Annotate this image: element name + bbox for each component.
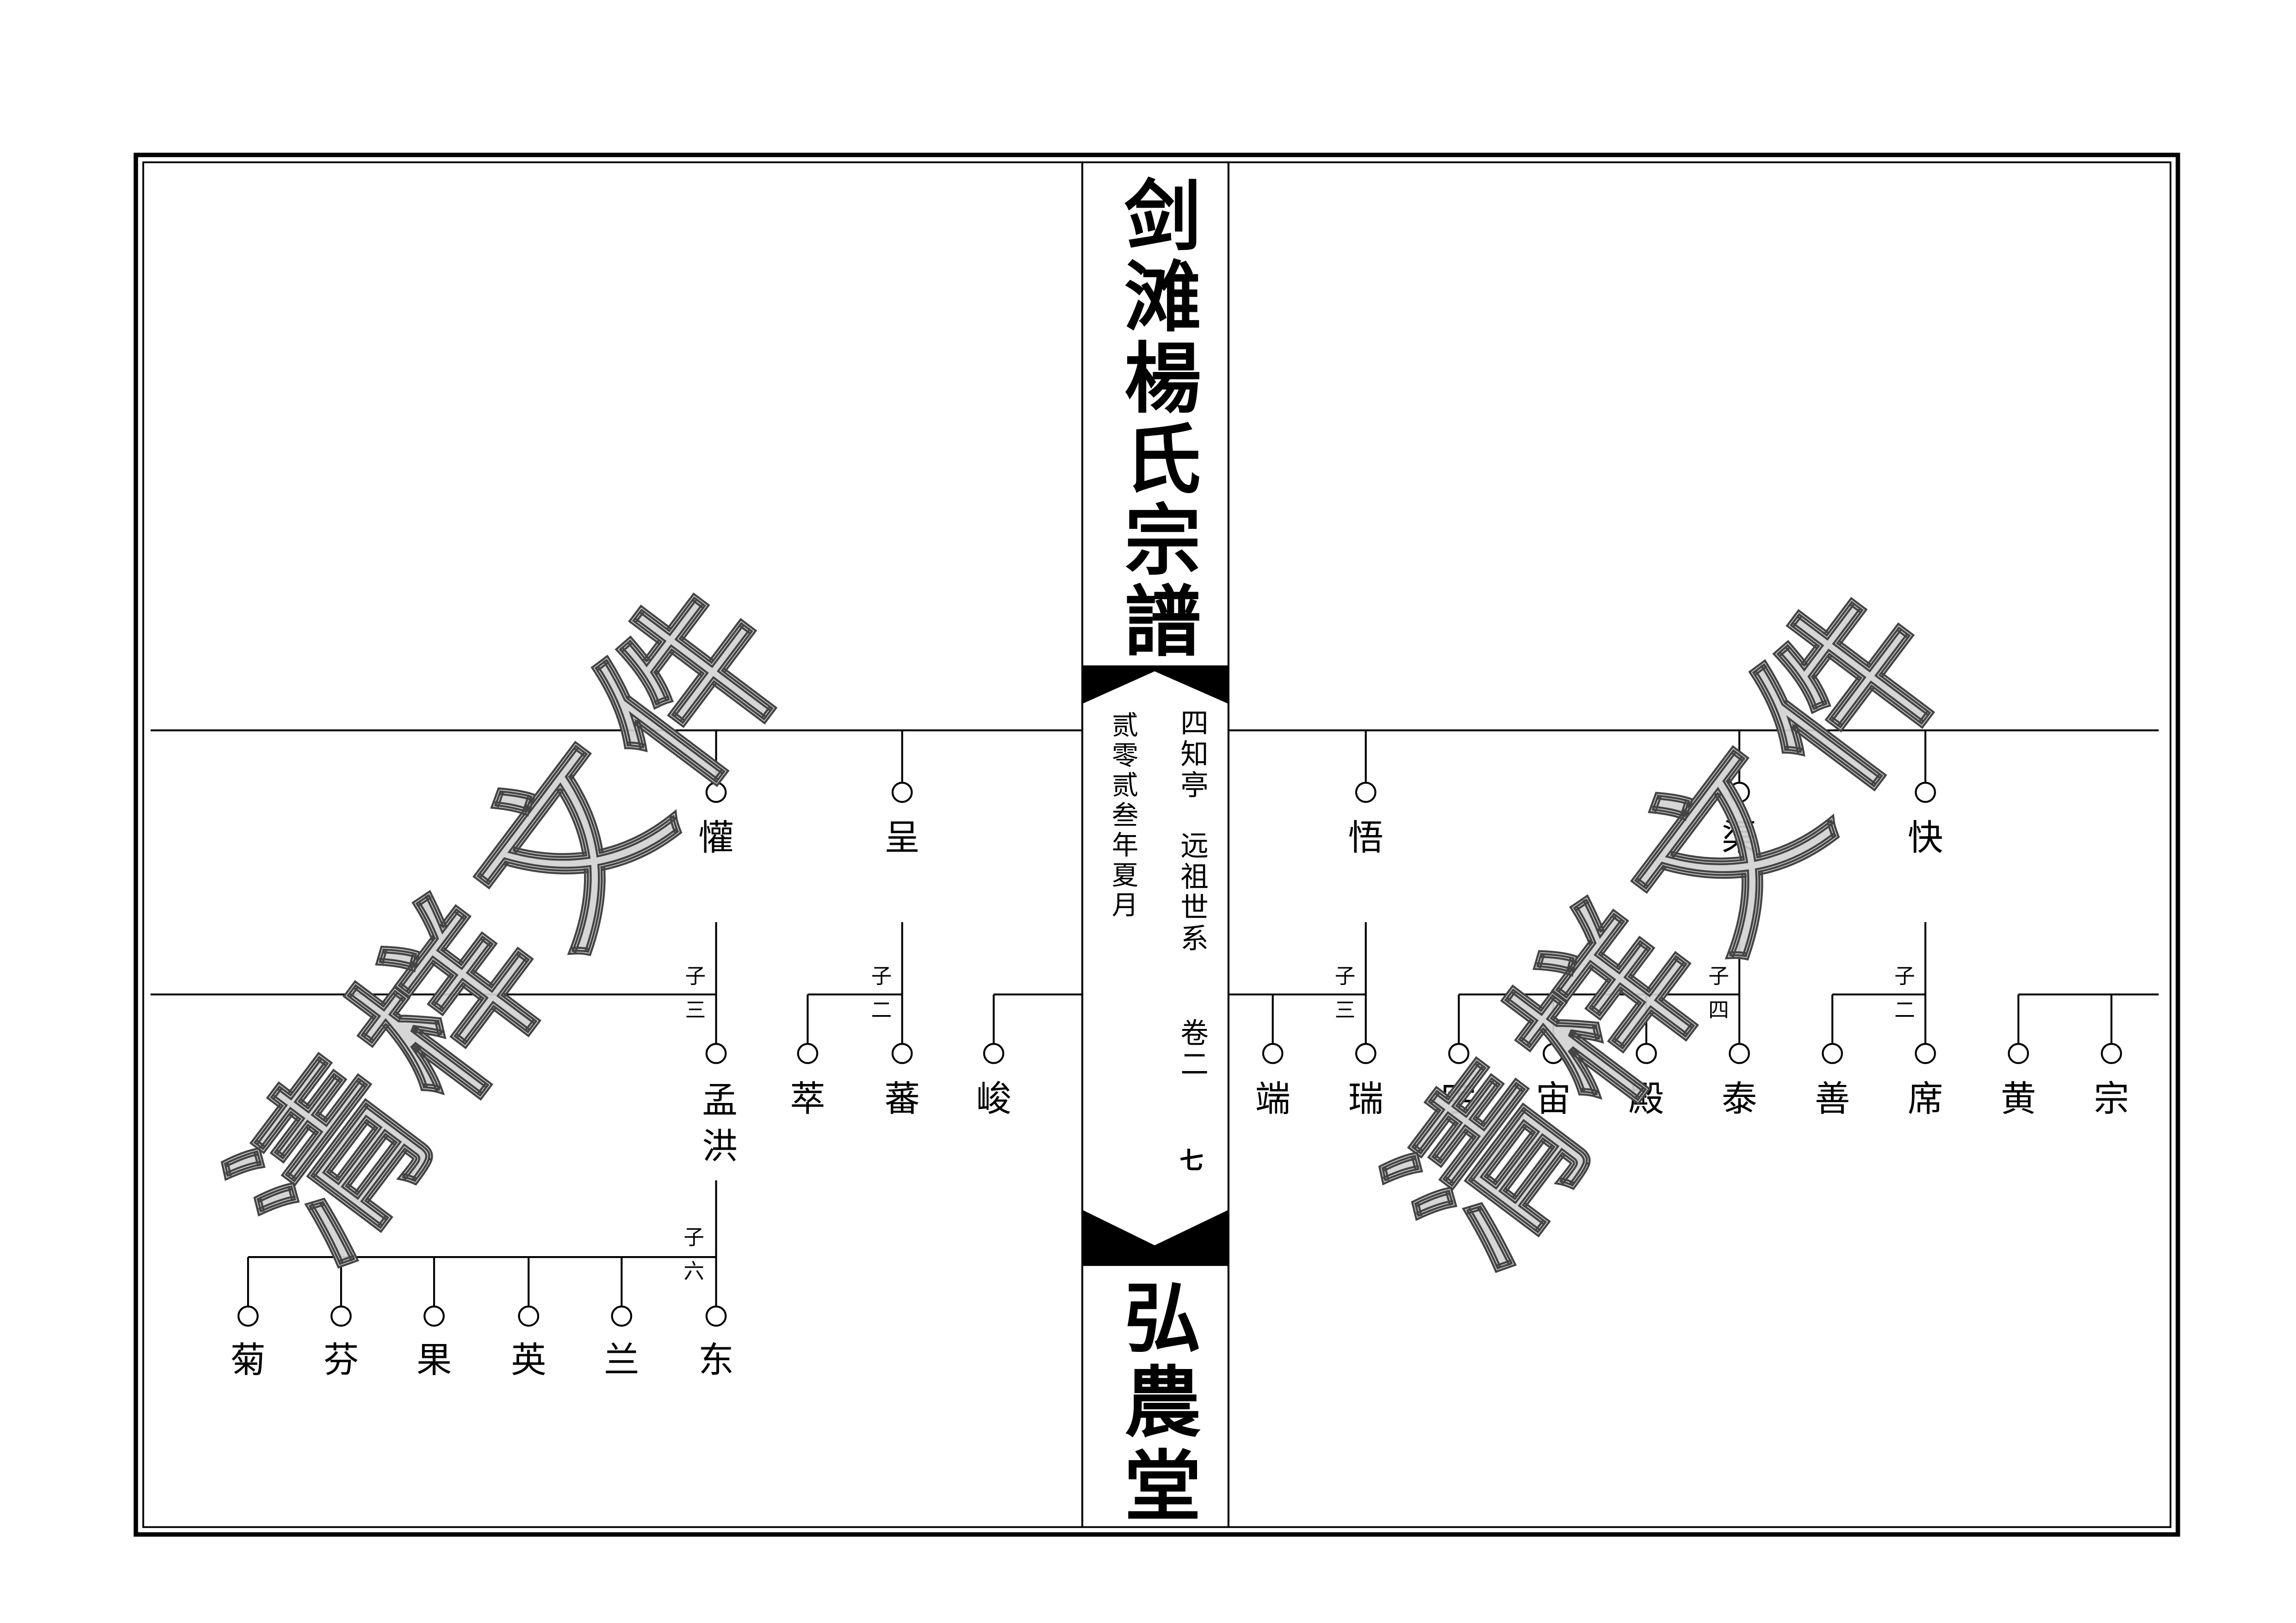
member-node — [891, 781, 913, 803]
member-node — [423, 1305, 445, 1327]
book-title: 剑滩楊氏宗譜 — [1110, 175, 1201, 663]
lower-fish-tail-mark — [1082, 1210, 1229, 1266]
gen1-member-name: 悟 — [1348, 817, 1384, 859]
member-node — [1262, 1043, 1284, 1064]
gen1-member-name: 快 — [1907, 817, 1943, 859]
member-node — [1729, 1043, 1750, 1064]
member-node — [797, 1043, 819, 1064]
member-node — [1543, 1043, 1564, 1064]
gen2-member-name: 瑞 — [1348, 1078, 1384, 1120]
member-node — [2101, 1043, 2122, 1064]
outer-border — [133, 153, 2180, 1537]
member-node — [1355, 781, 1377, 803]
gen2-member-name: 黄 — [2000, 1078, 2036, 1120]
member-node — [891, 1043, 913, 1064]
children-count-note: 子四 — [1705, 965, 1729, 1033]
children-count-note: 子三 — [1332, 965, 1356, 1033]
member-node — [705, 1043, 727, 1064]
member-node — [1355, 1043, 1377, 1064]
gen2-member-name: 殿 — [1628, 1078, 1664, 1120]
gen2-member-name: 宗 — [2093, 1078, 2129, 1120]
gen2-member-name: 席 — [1907, 1078, 1943, 1120]
member-node — [1915, 1043, 1936, 1064]
gen1-member-name: 呈 — [884, 817, 920, 859]
children-count-note: 子二 — [868, 965, 892, 1033]
gen1-member-name: 渠 — [1721, 817, 1757, 859]
gen2-member-name: 萃 — [790, 1078, 825, 1120]
gen3-member-name: 菊 — [230, 1339, 266, 1381]
gen2-member-name: 蕃 — [884, 1078, 920, 1120]
volume-label: 卷二 — [1176, 1018, 1209, 1080]
member-node — [705, 781, 727, 803]
gen2-member-name: 宇 — [1441, 1078, 1477, 1120]
member-node — [1822, 1043, 1843, 1064]
gen3-member-name: 芬 — [323, 1339, 359, 1381]
member-node — [1636, 1043, 1657, 1064]
gen2-member-name: 宙 — [1535, 1078, 1571, 1120]
gen3-member-name: 果 — [416, 1339, 452, 1381]
gen1-member-name: 懽 — [698, 817, 734, 859]
watermark-right: 清样文件 — [1354, 543, 1998, 1301]
member-node — [237, 1305, 259, 1327]
member-node — [705, 1305, 727, 1327]
branch-name: 四知亭 — [1176, 708, 1209, 801]
member-node — [1448, 1043, 1470, 1064]
children-count-note: 子二 — [1891, 965, 1915, 1033]
gen3-member-name: 东 — [698, 1339, 734, 1381]
children-count-note: 子三 — [682, 965, 706, 1033]
gen2-member-name: 善 — [1814, 1078, 1850, 1120]
inner-border — [142, 161, 2172, 1528]
member-node — [1729, 781, 1750, 803]
member-node — [2008, 1043, 2029, 1064]
page-number: 七 — [1179, 1146, 1204, 1175]
hall-name: 弘農堂 — [1110, 1277, 1201, 1530]
member-node — [518, 1305, 540, 1327]
gen3-member-name: 英 — [511, 1339, 546, 1381]
watermark-left: 清样文件 — [196, 539, 840, 1297]
children-count-note: 子六 — [681, 1226, 705, 1294]
member-node — [611, 1305, 633, 1327]
section-title: 远祖世系 — [1176, 830, 1209, 955]
member-node — [983, 1043, 1005, 1064]
member-node — [1915, 781, 1936, 803]
gen2-member-name: 泰 — [1721, 1078, 1757, 1120]
edition-date: 贰零贰叁年夏月 — [1107, 711, 1139, 921]
gen2-member-name: 孟洪 — [695, 1081, 737, 1173]
gen3-member-name: 兰 — [604, 1339, 639, 1381]
upper-fish-tail-mark — [1082, 665, 1229, 704]
member-node — [330, 1305, 352, 1327]
gen2-member-name: 峻 — [976, 1078, 1011, 1120]
gen2-member-name: 端 — [1255, 1078, 1291, 1120]
